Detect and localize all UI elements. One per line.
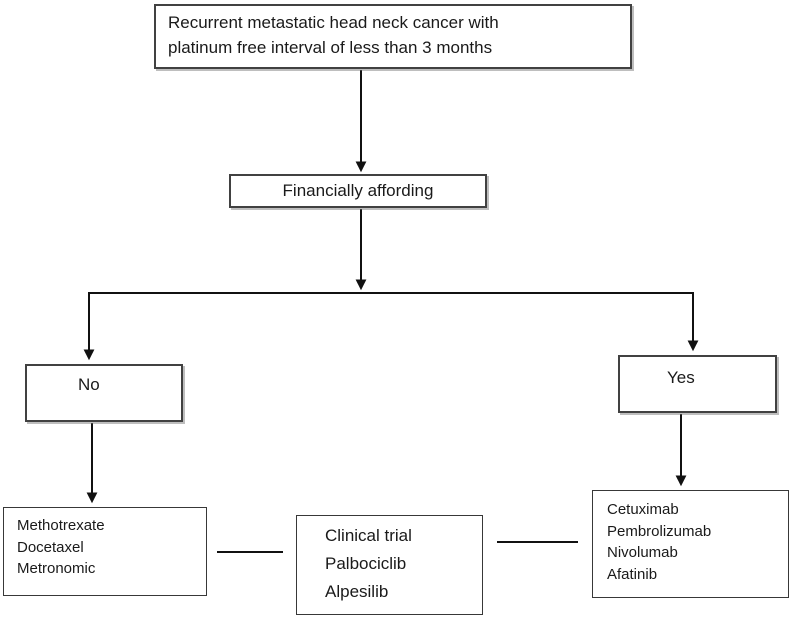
- yes-treatment-cetuximab: Cetuximab: [607, 501, 679, 518]
- yes-treatment-afatinib: Afatinib: [607, 565, 658, 583]
- no-treatment-metronomic: Metronomic: [17, 560, 96, 577]
- node-no-label: No: [78, 375, 100, 394]
- no-treatment-methotrexate: Methotrexate: [17, 517, 105, 534]
- clinical-trial-alpesilib: Alpesilib: [325, 582, 389, 601]
- clinical-trial-palbociclib: Palbociclib: [325, 554, 407, 573]
- node-clinical-trial: Clinical trial Palbociclib Alpesilib: [296, 515, 483, 615]
- node-no: No: [25, 364, 183, 422]
- no-treatment-docetaxel: Docetaxel: [17, 538, 84, 556]
- node-yes: Yes: [618, 355, 777, 413]
- node-yes-label: Yes: [667, 368, 695, 387]
- yes-treatment-nivolumab: Nivolumab: [607, 544, 678, 561]
- yes-treatment-pembrolizumab: Pembrolizumab: [607, 522, 712, 540]
- node-recurrent-cancer: Recurrent metastatic head neck cancer wi…: [154, 4, 632, 69]
- node-financially-affording-label: Financially affording: [282, 181, 434, 200]
- node-no-treatments: Methotrexate Docetaxel Metronomic: [3, 507, 207, 596]
- clinical-trial-line: Clinical trial: [325, 526, 412, 545]
- node-yes-treatments: Cetuximab Pembrolizumab Nivolumab Afatin…: [592, 490, 789, 598]
- node-recurrent-cancer-line2: platinum free interval of less than 3 mo…: [168, 38, 493, 57]
- node-recurrent-cancer-line1: Recurrent metastatic head neck cancer wi…: [168, 13, 499, 32]
- node-financially-affording: Financially affording: [229, 174, 487, 208]
